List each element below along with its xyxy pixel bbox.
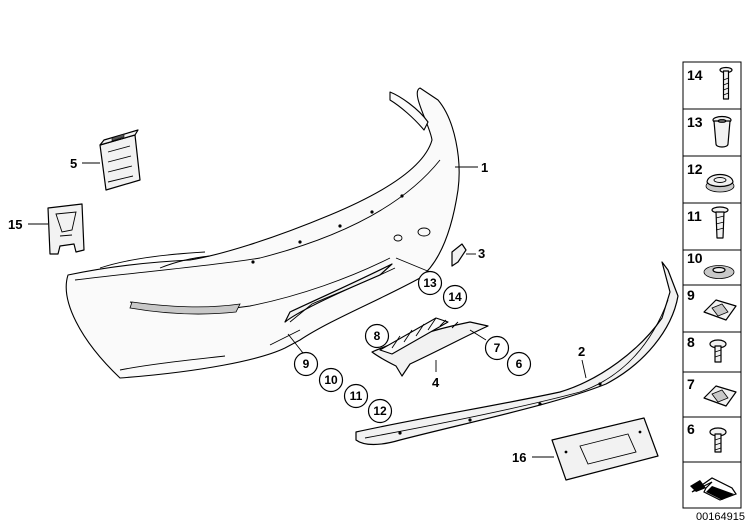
panel-cell-8 — [682, 331, 742, 373]
svg-text:16: 16 — [512, 450, 526, 465]
diagram-id: 00164915 — [696, 511, 745, 523]
circled-10: 10 — [318, 367, 344, 393]
screw-8-icon — [709, 339, 727, 363]
panel-cell-13 — [682, 108, 742, 157]
plug-12-icon — [705, 173, 735, 193]
spoiler-part-2 — [355, 261, 679, 446]
callout-5: 5 — [70, 156, 100, 171]
callout-16: 16 — [512, 450, 554, 465]
svg-text:10: 10 — [324, 373, 338, 387]
callout-2: 2 — [578, 344, 587, 379]
circled-6: 6 — [506, 351, 532, 377]
svg-text:15: 15 — [8, 217, 22, 232]
direction-arrow-icon — [690, 477, 737, 501]
circled-8: 8 — [364, 323, 390, 349]
fastener-panel: 14 13 12 11 10 9 8 7 6 — [682, 61, 742, 509]
svg-text:6: 6 — [516, 357, 523, 371]
svg-text:7: 7 — [687, 376, 695, 392]
svg-text:4: 4 — [432, 375, 440, 390]
screw-14-icon — [719, 66, 733, 100]
svg-text:5: 5 — [70, 156, 77, 171]
svg-text:1: 1 — [481, 160, 488, 175]
svg-text:7: 7 — [494, 341, 501, 355]
callout-4: 4 — [432, 360, 440, 390]
svg-text:11: 11 — [687, 208, 702, 224]
svg-text:9: 9 — [687, 287, 695, 303]
clip-nut-7-icon — [703, 385, 737, 407]
clip-part-3 — [451, 243, 467, 267]
svg-text:6: 6 — [687, 421, 695, 437]
clip-nut-9-icon — [703, 299, 737, 321]
svg-text:13: 13 — [687, 114, 703, 130]
svg-text:14: 14 — [687, 67, 703, 83]
svg-text:14: 14 — [448, 290, 462, 304]
callout-15: 15 — [8, 217, 48, 232]
bracket-part-5 — [99, 129, 141, 191]
svg-text:12: 12 — [687, 161, 703, 177]
diffuser-part-4 — [371, 317, 489, 377]
circled-9: 9 — [287, 333, 319, 377]
screw-6-icon — [709, 427, 727, 453]
svg-text:11: 11 — [350, 389, 363, 403]
grommet-13-icon — [712, 115, 732, 148]
svg-text:8: 8 — [687, 334, 695, 350]
circled-7: 7 — [469, 329, 510, 361]
svg-text:12: 12 — [373, 404, 387, 418]
callout-3: 3 — [466, 246, 485, 261]
expanding-rivet-11-icon — [711, 206, 729, 239]
plate-holder-part-16 — [551, 417, 659, 481]
bumper-trim-panel — [65, 87, 460, 379]
circled-13: 13 — [395, 257, 443, 296]
callout-1: 1 — [455, 160, 488, 175]
svg-text:9: 9 — [303, 357, 310, 371]
circled-11: 11 — [343, 383, 369, 409]
circled-14: 14 — [442, 284, 468, 310]
svg-text:10: 10 — [687, 250, 703, 266]
circled-12: 12 — [367, 398, 393, 424]
svg-text:3: 3 — [478, 246, 485, 261]
svg-text:8: 8 — [374, 329, 381, 343]
washer-10-icon — [703, 265, 735, 279]
guide-bracket-part-15 — [47, 203, 85, 255]
svg-text:13: 13 — [423, 276, 437, 290]
svg-text:2: 2 — [578, 344, 585, 359]
